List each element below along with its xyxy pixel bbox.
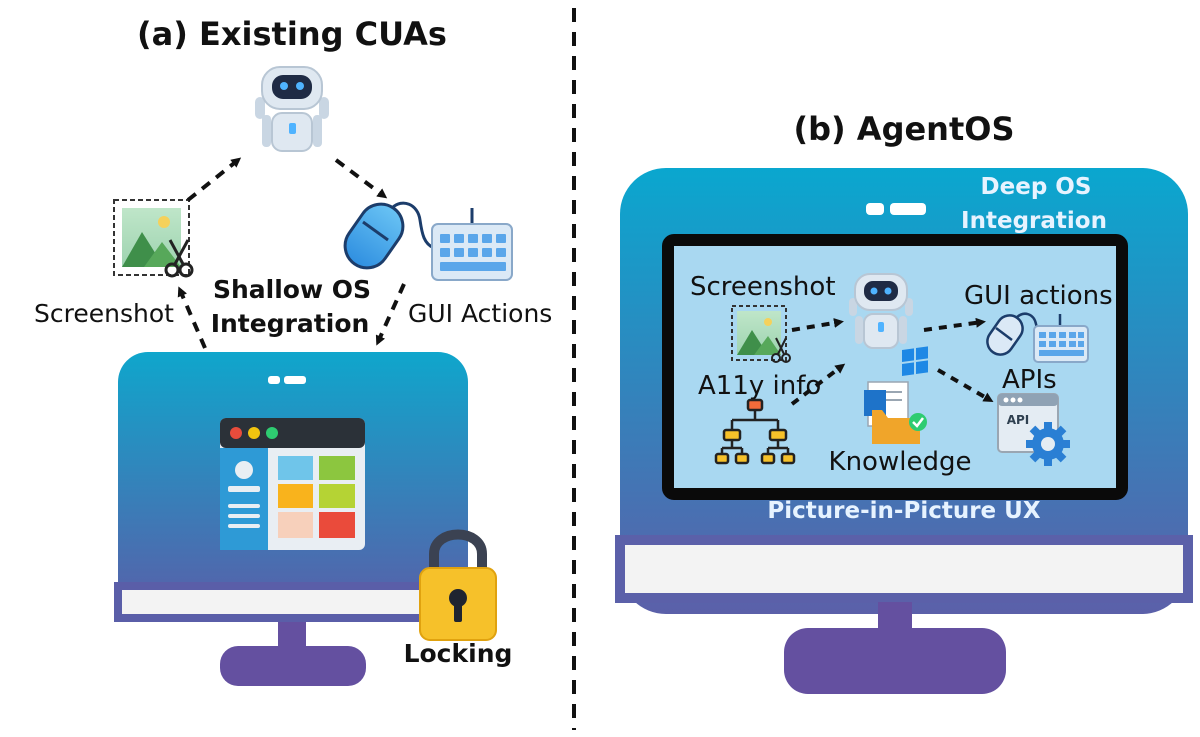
tree-icon — [714, 398, 796, 465]
api-icon: API — [997, 393, 1059, 453]
right-panel-title: (b) AgentOS — [794, 110, 1015, 148]
keyboard-icon — [431, 208, 513, 281]
arrow-agent-to-apis — [937, 368, 994, 402]
arrow-actions-to-monitor — [375, 283, 406, 346]
locking-label: Locking — [404, 639, 513, 668]
gear-icon — [1026, 422, 1070, 466]
left-panel-title: (a) Existing CUAs — [137, 15, 447, 53]
shallow-integration-line2: Integration — [211, 309, 370, 338]
lock-icon — [419, 529, 497, 641]
deep-integration-line2: Integration — [961, 208, 1107, 234]
keyboard-icon — [1033, 314, 1089, 363]
pip-footer-label: Picture-in-Picture UX — [767, 498, 1040, 524]
arrow-a11y-to-agent — [790, 363, 846, 406]
shallow-integration-line1: Shallow OS — [213, 275, 371, 304]
mouse-icon — [343, 201, 435, 270]
inner-knowledge-label: Knowledge — [829, 447, 972, 477]
inner-a11y-label: A11y info — [698, 371, 821, 401]
arrow-robot-to-mouse — [334, 158, 388, 199]
inner-apis-label: APIs — [1002, 365, 1057, 395]
folder-icon — [864, 381, 927, 444]
screenshot-icon — [731, 305, 791, 363]
api-tag: API — [1007, 413, 1030, 427]
deep-integration-line1: Deep OS — [981, 174, 1092, 200]
gui-actions-label: GUI Actions — [408, 299, 552, 328]
arrow-agent-to-gui — [923, 317, 986, 332]
inner-screenshot-label: Screenshot — [690, 272, 836, 302]
app-window — [220, 418, 365, 550]
scissors-icon — [164, 239, 194, 278]
arrow-monitor-to-screenshot — [177, 286, 207, 349]
arrow-screenshot-to-robot — [186, 157, 242, 202]
windows-icon — [902, 346, 928, 376]
robot-icon — [255, 66, 329, 152]
mouse-icon — [986, 312, 1047, 356]
robot-icon — [849, 273, 913, 349]
inner-gui-actions-label: GUI actions — [964, 281, 1113, 311]
screenshot-icon — [113, 199, 194, 278]
screenshot-label: Screenshot — [34, 299, 174, 328]
